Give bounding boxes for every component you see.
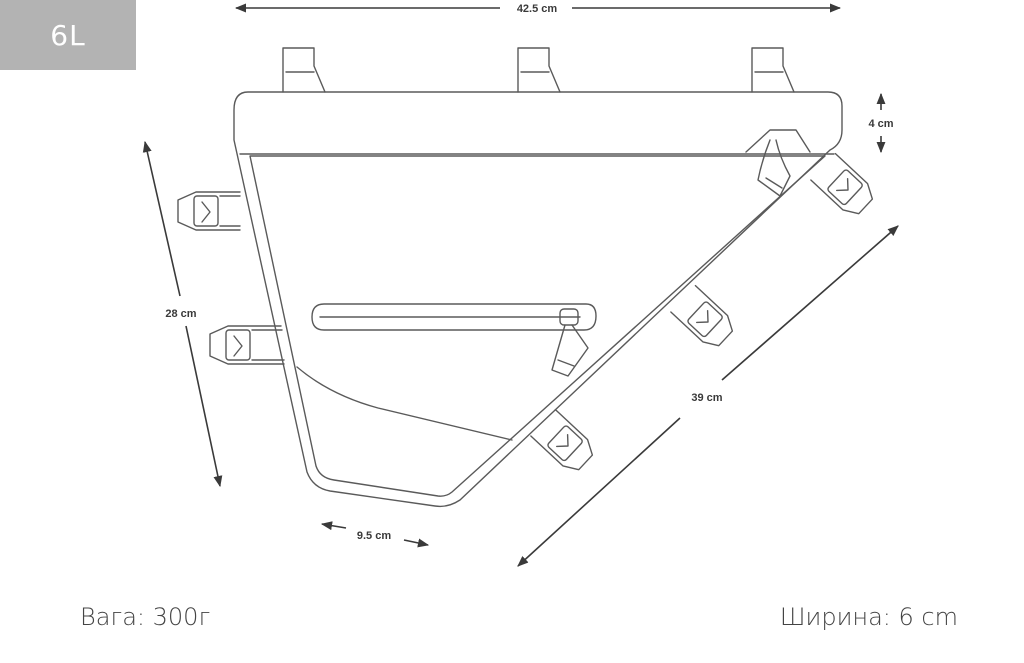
bottom-width-label: 9.5 cm bbox=[357, 530, 391, 542]
diagonal-label: 39 cm bbox=[691, 392, 722, 404]
height-left-label: 28 cm bbox=[165, 308, 196, 320]
diagonal-arrow-up bbox=[721, 225, 899, 381]
width-label: Ширина: 6 cm bbox=[779, 603, 958, 631]
side-zipper-pocket bbox=[311, 303, 597, 377]
length-label: 42.5 cm bbox=[517, 3, 558, 15]
left-strap-upper bbox=[177, 191, 241, 231]
capacity-label: 6L bbox=[50, 18, 86, 52]
top-strap-3 bbox=[751, 47, 795, 93]
top-zipper-pull bbox=[745, 129, 811, 197]
height-left-arrow-down bbox=[185, 325, 223, 488]
bottom-width-arrow-left bbox=[320, 521, 347, 531]
height-top-label: 4 cm bbox=[868, 118, 893, 130]
height-left-arrow-up bbox=[142, 140, 181, 297]
diagonal-strap-3 bbox=[530, 408, 594, 471]
diagonal-arrow-down bbox=[517, 417, 681, 567]
weight-label: Вага: 300г bbox=[80, 603, 211, 631]
bottom-width-arrow-right bbox=[403, 538, 430, 548]
capacity-badge: 6L bbox=[0, 0, 136, 70]
bottom-panel-seam bbox=[296, 366, 513, 441]
bag-outline bbox=[233, 91, 843, 508]
left-strap-lower bbox=[209, 325, 285, 365]
diagonal-strap-2 bbox=[670, 284, 734, 347]
bag-inner-outline bbox=[249, 155, 826, 497]
diagonal-strap-1 bbox=[810, 152, 874, 215]
top-strap-1 bbox=[282, 47, 326, 93]
top-strap-2 bbox=[517, 47, 561, 93]
